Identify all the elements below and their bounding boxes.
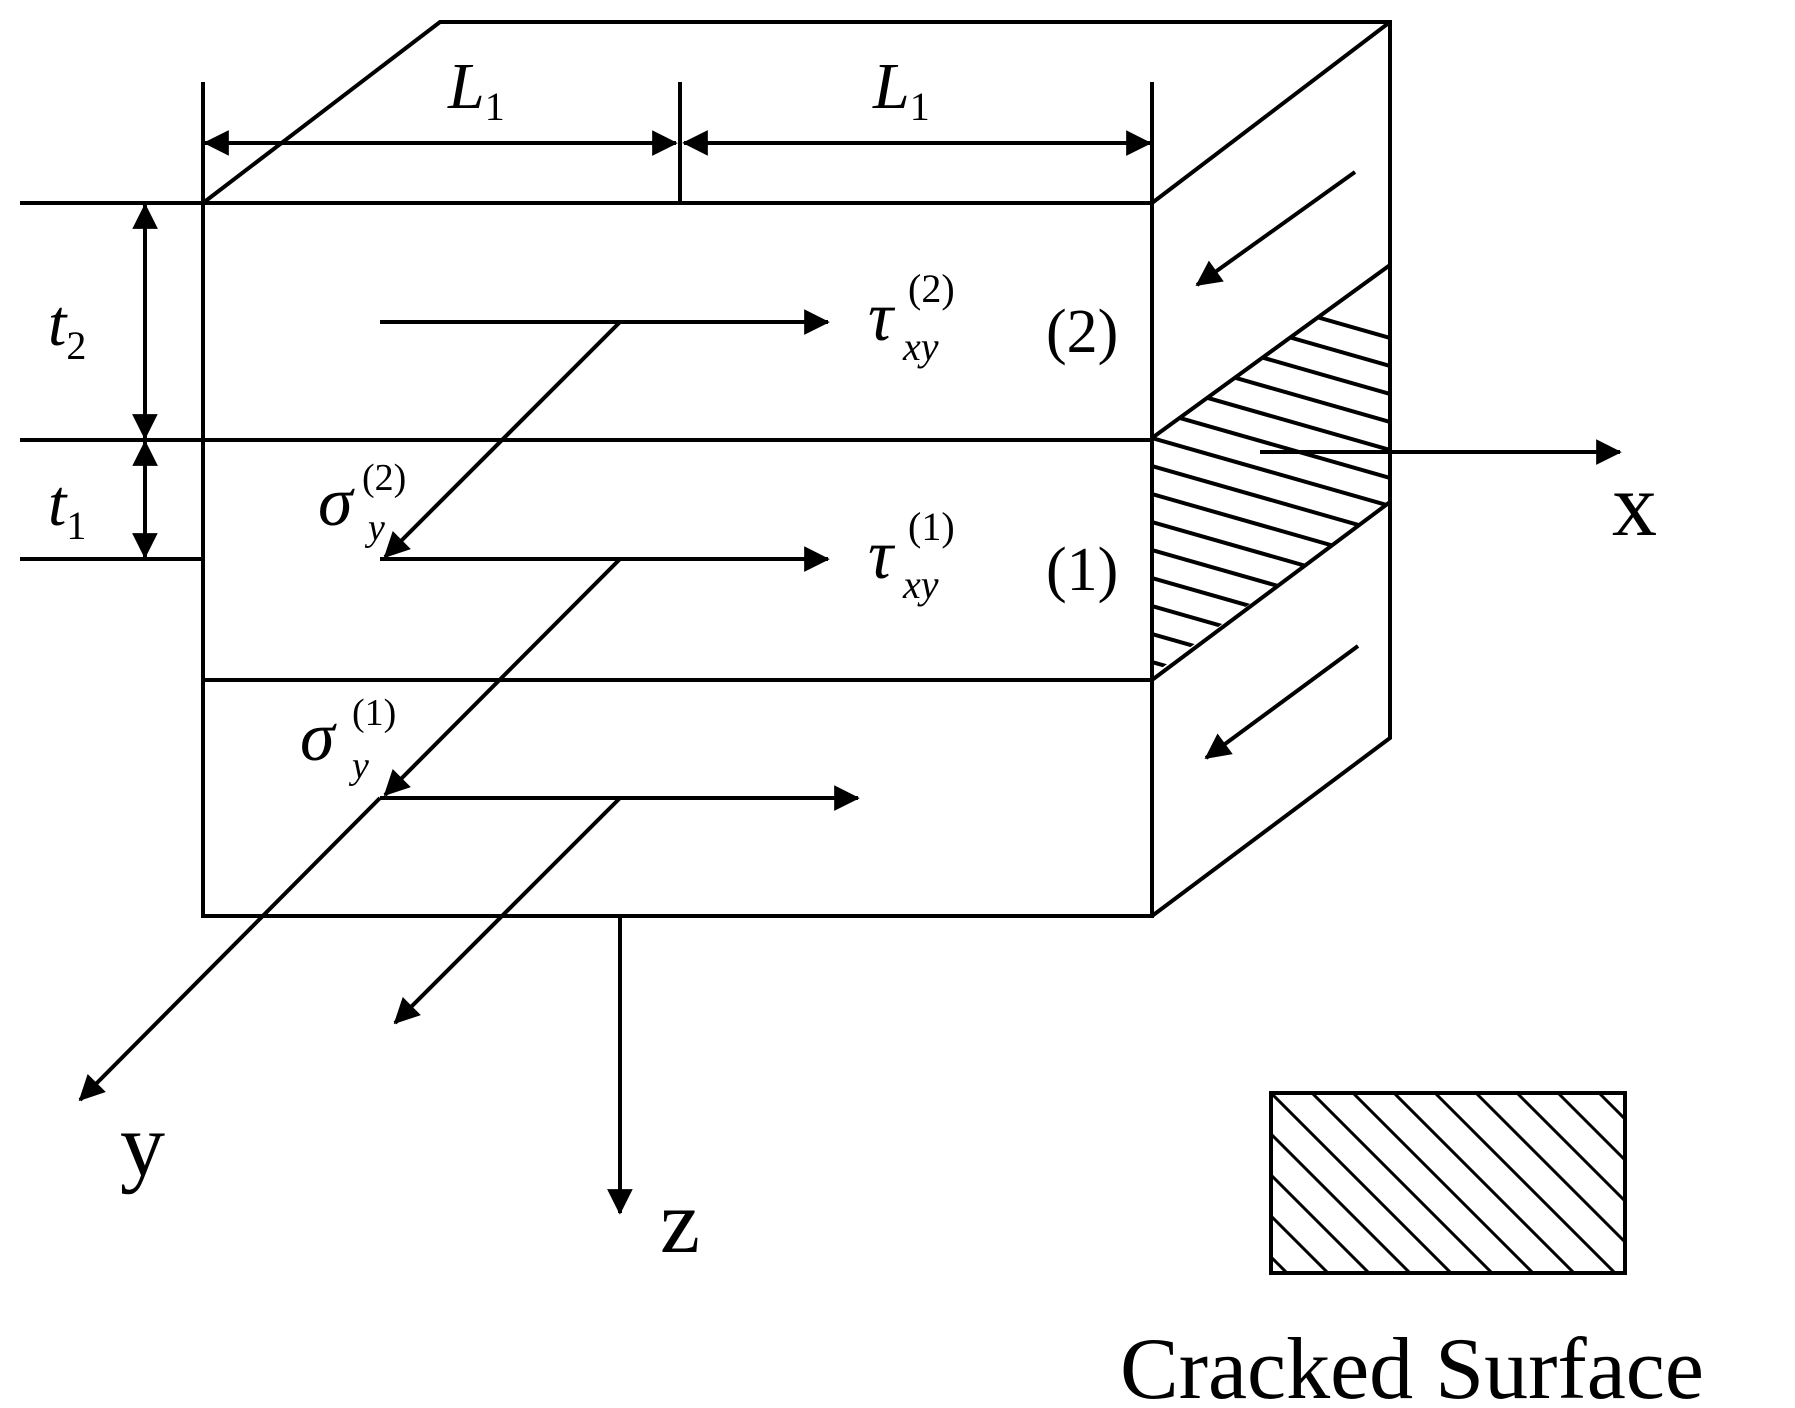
legend-hatch-line [1271, 1213, 1330, 1273]
svg-text:(1): (1) [352, 692, 396, 734]
y-axis-arrow [78, 796, 382, 1102]
dim-label-t1: t1 [48, 467, 86, 548]
svg-text:σ: σ [318, 464, 355, 541]
crack-hatch-line [1152, 604, 1390, 675]
layer-label-2: (2) [1046, 298, 1118, 366]
x-axis-label: x [1612, 456, 1657, 555]
reference-lines [20, 201, 1152, 561]
coordinate-axes [78, 439, 1622, 1215]
dim-label-l1-left: L1 [447, 50, 505, 129]
dim-label-l1-right: L1 [872, 50, 930, 129]
sigma-y-2-label: σ (2) y [318, 457, 406, 549]
stress-arrows [380, 170, 1360, 1025]
laminate-block [201, 20, 1392, 918]
crack-hatch-line [1152, 576, 1390, 648]
legend-hatch-line [1681, 1093, 1795, 1273]
crack-hatch-line [1152, 268, 1390, 340]
side-boundary-top [1150, 263, 1392, 440]
svg-text:τ: τ [868, 517, 896, 594]
legend-hatch-line [1474, 1093, 1625, 1245]
sigma-y-2-arrow [383, 320, 622, 559]
crack-hatch-line [1152, 520, 1390, 592]
crack-hatch-line [1152, 296, 1390, 368]
crack-hatch-line [1152, 408, 1390, 480]
top-right-edge [1150, 20, 1392, 205]
svg-text:σ: σ [300, 699, 337, 776]
tau-xy-2-label: τ (2) xy [868, 266, 955, 369]
svg-text:τ: τ [868, 279, 896, 356]
crack-hatch-line [1152, 632, 1390, 675]
legend-hatch-line [1066, 1093, 1246, 1273]
sigma-y-1-arrow [383, 557, 622, 797]
svg-text:xy: xy [902, 324, 939, 369]
legend-hatch-line [1640, 1093, 1795, 1273]
crack-hatch-line [1152, 464, 1390, 536]
legend-hatch-line [1271, 1131, 1412, 1273]
crack-hatch-line [1152, 436, 1390, 508]
legend-hatch-line [1271, 1093, 1453, 1273]
legend-hatch-line [1025, 1093, 1205, 1273]
crack-hatch-line [1152, 690, 1390, 758]
side-arrow-bottom [1204, 644, 1360, 760]
crack-hatch-line [1152, 660, 1390, 675]
legend-hatch-line [1515, 1093, 1625, 1204]
svg-text:(2): (2) [362, 457, 406, 499]
legend-swatch [1269, 1091, 1627, 1275]
side-arrow-top [1195, 170, 1357, 287]
svg-text:xy: xy [902, 562, 939, 607]
svg-text:y: y [364, 507, 385, 549]
legend-hatch-line [1310, 1093, 1494, 1273]
z-axis-label: z [660, 1173, 700, 1272]
y-axis-label: y [120, 1096, 165, 1195]
cracked-surface-hatch [1152, 268, 1390, 758]
legend-hatch [1025, 1093, 1795, 1273]
svg-text:(1): (1) [908, 504, 955, 549]
sigma-y-1-label: σ (1) y [300, 692, 396, 787]
crack-hatch-line [1152, 324, 1390, 396]
layer-label-1: (1) [1046, 536, 1118, 604]
bottom-y-arrow [393, 796, 622, 1025]
legend-hatch-line [1271, 1254, 1289, 1273]
legend-hatch-line [1351, 1093, 1535, 1273]
crack-hatch-line [1152, 548, 1390, 620]
legend-hatch-line [1722, 1093, 1795, 1273]
legend-label: Cracked Surface [1120, 1321, 1704, 1408]
dim-label-t2: t2 [48, 287, 86, 368]
crack-hatch-line [1152, 380, 1390, 452]
legend-hatch-line [1556, 1093, 1625, 1163]
side-boundary-bottom [1150, 500, 1392, 682]
dimension-lines [132, 82, 1154, 559]
tau-xy-1-label: τ (1) xy [868, 504, 955, 607]
svg-text:y: y [348, 745, 369, 787]
svg-text:(2): (2) [908, 266, 955, 311]
legend-hatch-line [1433, 1093, 1617, 1273]
legend-hatch-line [1392, 1093, 1576, 1273]
legend: Cracked Surface [1025, 1091, 1795, 1408]
legend-hatch-line [1271, 1172, 1371, 1273]
